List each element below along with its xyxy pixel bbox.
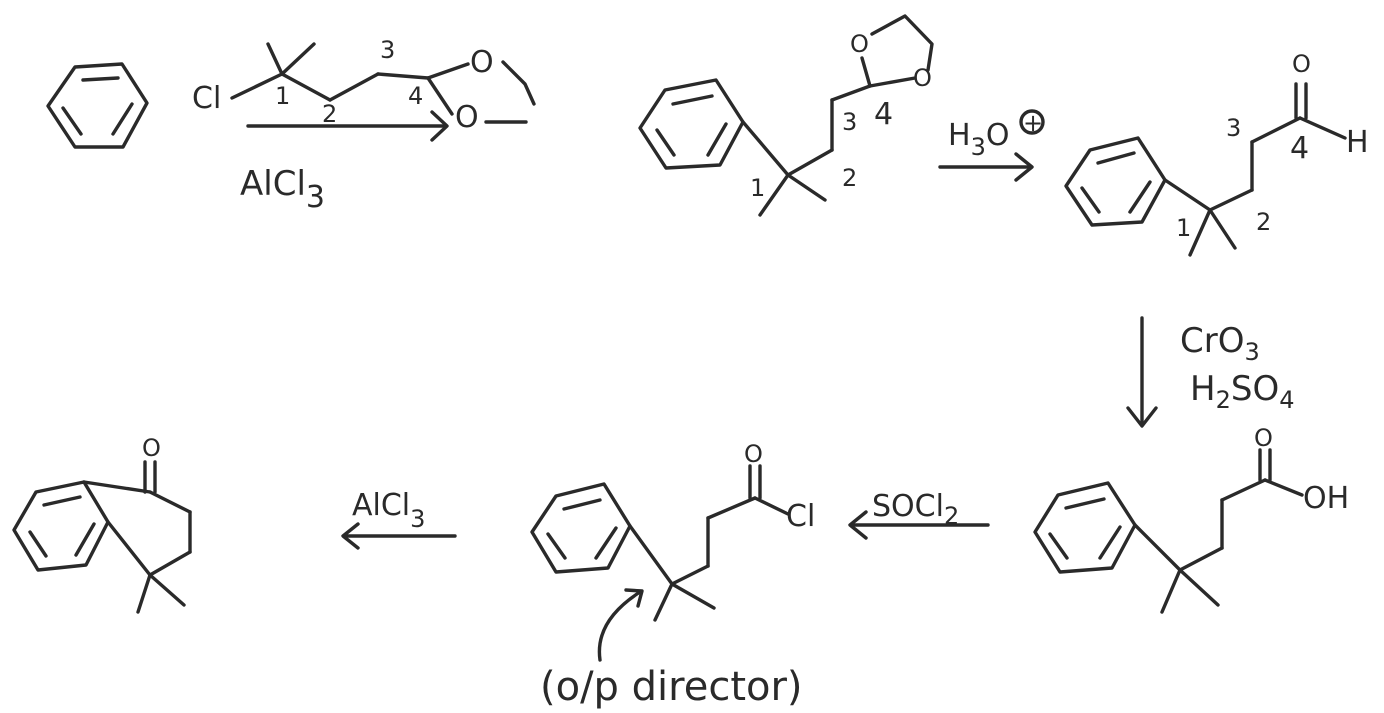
acyl-oxygen: O [744, 440, 763, 468]
acetal-oxygen-top: O [850, 30, 869, 58]
alkylated-acetal: O O 1 2 3 4 [638, 14, 934, 217]
ketone-oxygen: O [142, 434, 161, 462]
reagent-socl2: SOCl2 [872, 489, 959, 530]
aldehyde-oxygen: O [1292, 50, 1311, 78]
dioxolane-oxygen-top: O [470, 45, 494, 80]
tetralone-product: O [12, 434, 192, 614]
reagent-h2so4: H2SO4 [1190, 369, 1294, 414]
reaction-arrow-3 [1126, 316, 1158, 428]
acyl-chloride: O Cl (o/p director) [530, 440, 815, 710]
aldehyde-position-4: 4 [1290, 131, 1309, 166]
reaction-arrow-1 [246, 110, 449, 142]
position-3-label: 3 [380, 36, 395, 64]
reaction-arrow-2 [938, 152, 1034, 182]
aldehyde-hydrogen: H [1346, 125, 1369, 160]
acid-carbonyl-oxygen: O [1254, 424, 1273, 452]
aldehyde-position-3: 3 [1226, 114, 1241, 142]
intermediate-position-1: 1 [750, 174, 765, 202]
reaction-arrow-4 [848, 510, 990, 540]
aldehyde-product: O H 1 2 3 4 [1064, 50, 1369, 257]
aldehyde-position-2: 2 [1256, 208, 1271, 236]
op-director-note: (o/p director) [540, 664, 803, 710]
chloroalkyl-dioxolane: Cl O O 1 2 3 4 [192, 36, 536, 135]
aldehyde-position-1: 1 [1176, 214, 1191, 242]
position-4-label: 4 [408, 82, 423, 110]
acid-hydroxyl: OH [1303, 481, 1349, 516]
intermediate-position-4: 4 [874, 97, 893, 132]
positive-charge: + [1023, 109, 1043, 137]
reagent-alcl3-2: AlCl3 [352, 488, 425, 533]
position-2-label: 2 [322, 100, 337, 128]
intermediate-position-3: 3 [842, 108, 857, 136]
chlorine-label: Cl [192, 81, 221, 116]
reaction-arrow-5 [341, 522, 457, 550]
reagent-cro3: CrO3 [1180, 321, 1260, 366]
position-1-label: 1 [275, 82, 290, 110]
carboxylic-acid: O OH [1033, 424, 1349, 614]
intermediate-position-2: 2 [842, 164, 857, 192]
reagent-h3o-plus: H3O [948, 118, 1009, 161]
benzene-reactant [46, 62, 149, 149]
reagent-alcl3-1: AlCl3 [240, 164, 325, 215]
acyl-chlorine: Cl [786, 499, 815, 534]
dioxolane-oxygen-bottom: O [455, 100, 479, 135]
